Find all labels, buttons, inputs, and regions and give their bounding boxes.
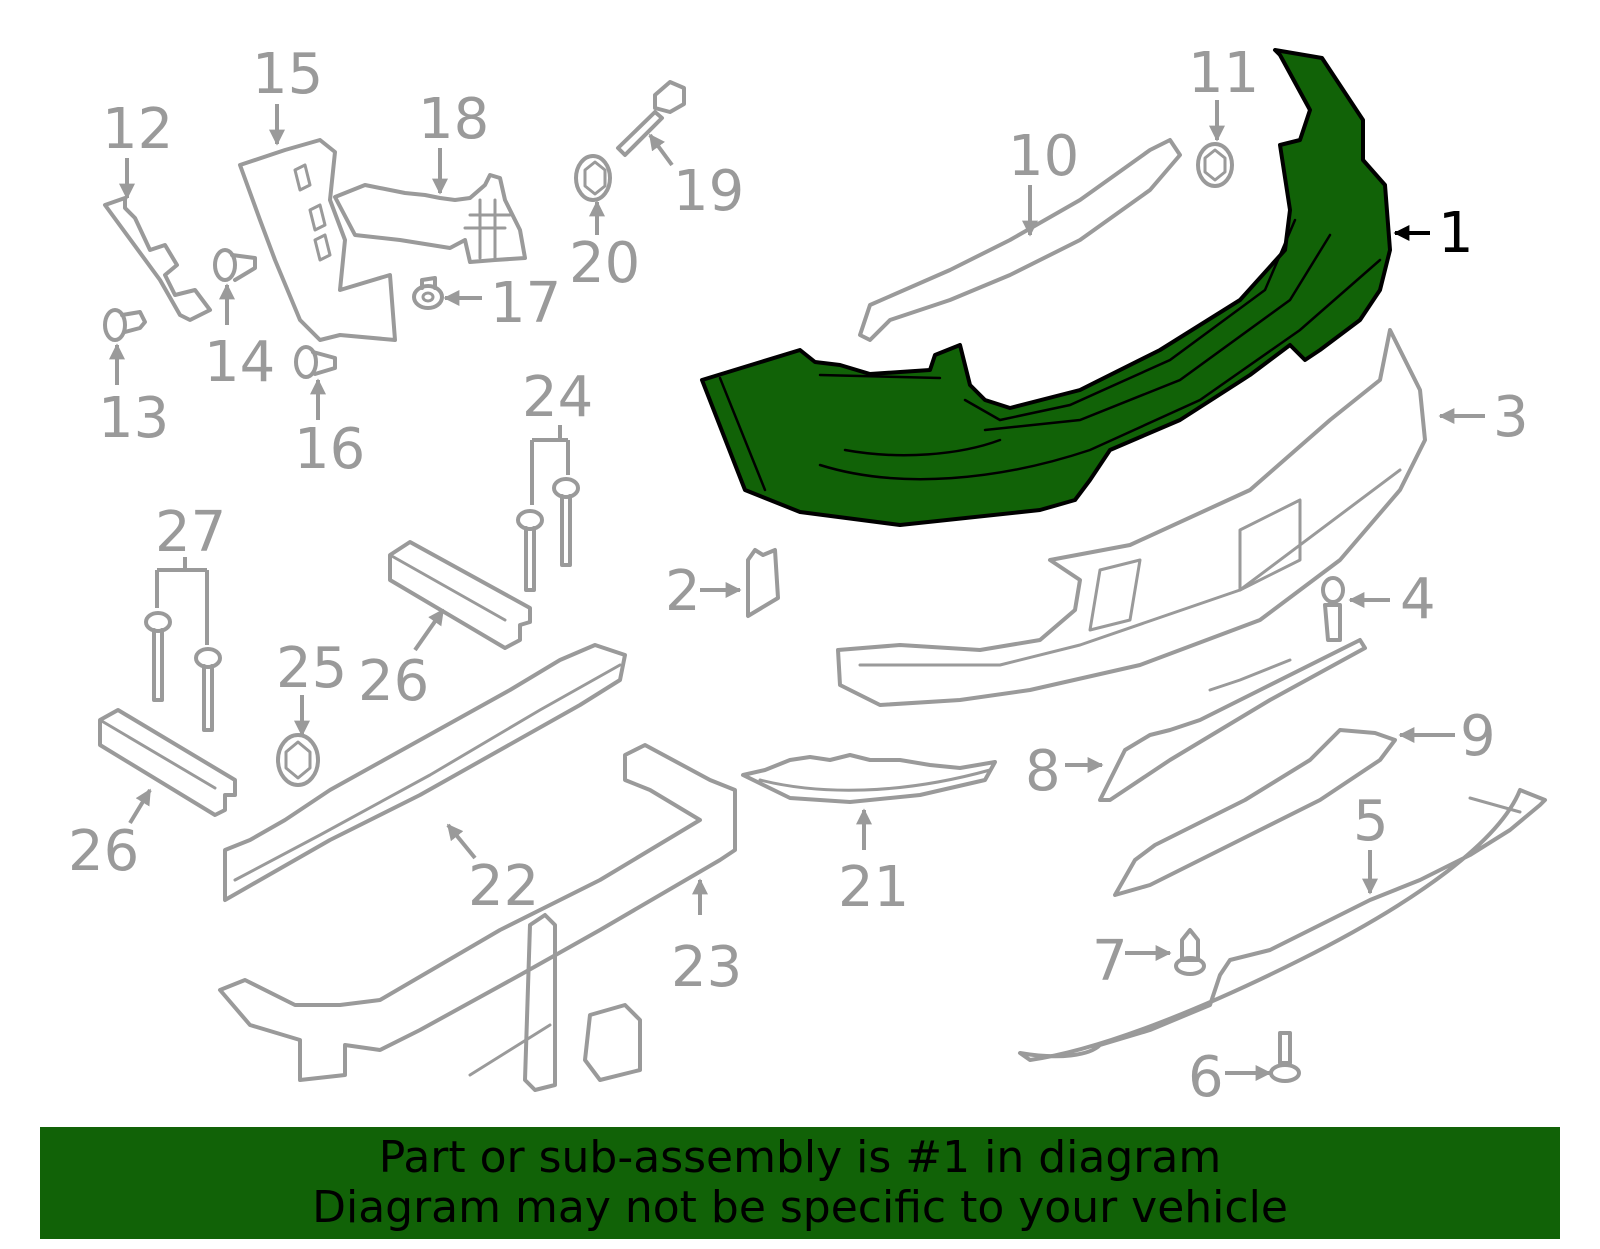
callout-4: 4	[1400, 567, 1436, 632]
callout-23: 23	[671, 935, 742, 1000]
callout-3: 3	[1493, 385, 1529, 450]
notice-banner: Part or sub-assembly is #1 in diagram Di…	[40, 1127, 1560, 1239]
part-2-bracket[interactable]	[746, 548, 780, 618]
callout-26b: 26	[68, 819, 139, 884]
part-3-energy-absorber[interactable]	[836, 328, 1427, 707]
part-5-lower-trim[interactable]	[1018, 788, 1547, 1062]
part-26-bracket-upper[interactable]	[388, 540, 532, 650]
part-15-bracket[interactable]	[238, 138, 397, 342]
part-13-push-pin[interactable]	[103, 308, 147, 342]
part-26-bracket-lower[interactable]	[98, 708, 237, 817]
callout-19-leader	[648, 133, 674, 167]
callout-10: 10	[1008, 124, 1079, 189]
part-24-bolts[interactable]	[516, 477, 580, 592]
part-23-tow-hitch[interactable]	[218, 743, 737, 1092]
part-7-clip[interactable]	[1174, 928, 1206, 976]
callout-27-leader	[155, 557, 209, 645]
callout-27: 27	[155, 500, 226, 565]
banner-line-disclaimer: Diagram may not be specific to your vehi…	[312, 1182, 1288, 1233]
callout-5: 5	[1353, 789, 1389, 854]
part-17-clip[interactable]	[412, 276, 444, 310]
part-4-clip[interactable]	[1321, 576, 1345, 642]
callout-14: 14	[204, 330, 275, 395]
callout-7: 7	[1092, 929, 1128, 994]
part-20-nut[interactable]	[574, 154, 612, 202]
callout-20: 20	[569, 231, 640, 296]
part-19-bolt[interactable]	[616, 80, 686, 157]
callout-6: 6	[1188, 1045, 1224, 1110]
callout-24-leader	[530, 425, 570, 505]
callout-13: 13	[98, 386, 169, 451]
callout-21: 21	[838, 855, 909, 920]
part-27-bolts[interactable]	[144, 611, 222, 732]
part-9-trim[interactable]	[1113, 728, 1397, 897]
part-1-bumper-cover[interactable]	[700, 48, 1392, 527]
banner-line-part-number: Part or sub-assembly is #1 in diagram	[378, 1132, 1222, 1183]
part-16-push-pin[interactable]	[294, 345, 337, 379]
callout-19: 19	[673, 159, 744, 224]
part-10-bracket[interactable]	[858, 138, 1182, 342]
callout-2: 2	[665, 559, 701, 624]
part-25-nut[interactable]	[276, 733, 320, 787]
callout-22: 22	[468, 854, 539, 919]
callout-26b-leader	[128, 788, 152, 825]
part-14-push-pin[interactable]	[213, 248, 257, 282]
part-6-pin[interactable]	[1269, 1031, 1301, 1083]
part-18-bracket[interactable]	[333, 173, 527, 264]
callout-16: 16	[294, 417, 365, 482]
part-11-nut[interactable]	[1196, 142, 1234, 188]
callout-15: 15	[252, 42, 323, 107]
callout-labels: 1 2 3 4 5 6 7 8 9 10 11 12 13 14 15 16 1…	[68, 41, 1529, 1110]
callout-8: 8	[1025, 739, 1061, 804]
callout-12: 12	[102, 97, 173, 162]
callout-25: 25	[276, 636, 347, 701]
callout-26a-leader	[413, 608, 445, 652]
callout-1: 1	[1438, 201, 1474, 266]
callout-24: 24	[522, 365, 593, 430]
part-12-bracket[interactable]	[103, 196, 212, 322]
callout-11: 11	[1188, 41, 1259, 106]
part-22-reinforcement[interactable]	[223, 643, 627, 902]
part-8-bracket[interactable]	[1098, 638, 1367, 802]
callout-26a: 26	[358, 649, 429, 714]
callout-18: 18	[418, 87, 489, 152]
callout-9: 9	[1460, 704, 1496, 769]
callout-22-leader	[446, 823, 477, 860]
part-21-reflector[interactable]	[741, 753, 997, 804]
callout-17: 17	[490, 271, 561, 336]
